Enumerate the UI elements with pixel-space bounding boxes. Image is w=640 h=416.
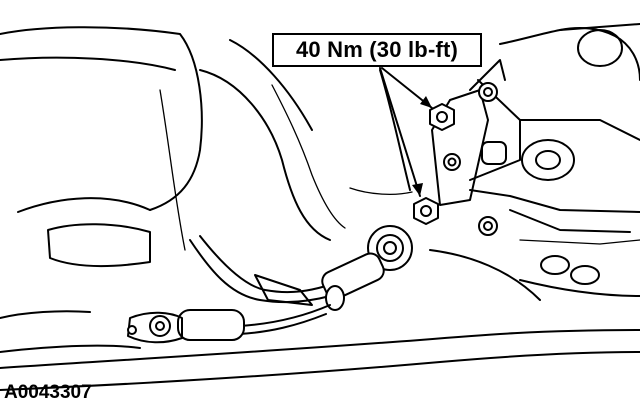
engine-block — [429, 23, 640, 301]
leader-arrow-icon — [379, 67, 423, 197]
mount-bracket — [431, 59, 507, 236]
bolt-icon — [429, 103, 455, 131]
figure-id: A0043307 — [4, 382, 92, 403]
leader-arrow-icon — [381, 67, 433, 109]
torque-callout: 40 Nm (30 lb-ft) — [272, 33, 482, 67]
bolt-icon — [413, 197, 439, 225]
shift-cable — [0, 235, 640, 391]
left-housing — [0, 26, 203, 353]
